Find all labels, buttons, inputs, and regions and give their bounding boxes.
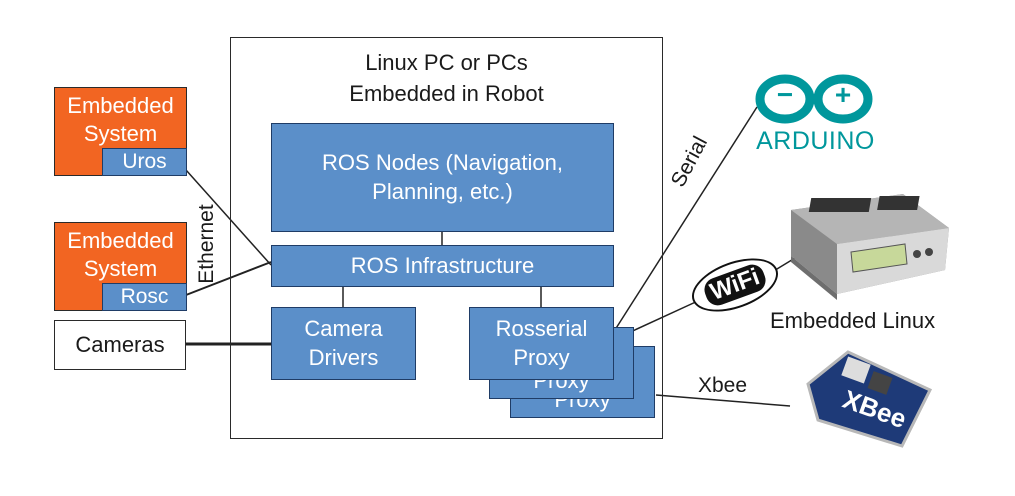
ethernet-label: Ethernet	[195, 204, 218, 284]
arduino-minus-icon: −	[776, 79, 794, 110]
ros-nodes-box: ROS Nodes (Navigation, Planning, etc.)	[271, 123, 614, 232]
rosc-box: Rosc	[102, 283, 187, 311]
arduino-plus-icon: +	[834, 79, 852, 110]
embedded-linux-device-icon	[791, 194, 949, 300]
arduino-text: ARDUINO	[756, 127, 875, 155]
rosserial-proxy-box: Rosserial Proxy	[469, 307, 614, 380]
embedded-linux-label: Embedded Linux	[770, 308, 936, 333]
uros-box: Uros	[102, 148, 187, 176]
linux-pc-frame	[230, 37, 663, 439]
serial-link-line	[612, 106, 758, 334]
camera-drivers-line1: Camera	[304, 315, 383, 341]
arduino-infinity-icon	[755, 74, 873, 124]
linux-pc-title-line1: Linux PC or PCs	[365, 50, 528, 75]
xbee-module-shape	[806, 350, 933, 448]
camera-drivers-line2: Drivers	[308, 344, 379, 370]
arduino-logo: − + ARDUINO	[753, 73, 878, 159]
ros-nodes-line2: Planning, etc.)	[372, 178, 513, 204]
cameras-label: Cameras	[75, 331, 165, 357]
xbee-link-line	[655, 394, 791, 407]
embedded-system-1-line1: Embedded	[67, 93, 174, 118]
xbee-module-icon: XBee	[798, 344, 938, 454]
rosserial-proxy-line1: Rosserial	[495, 315, 588, 341]
ros-infrastructure-label: ROS Infrastructure	[350, 252, 535, 278]
rosc-ethernet-line	[185, 261, 272, 296]
uros-ethernet-line	[185, 169, 272, 266]
ros-infrastructure-box: ROS Infrastructure	[271, 245, 614, 287]
xbee-label: Xbee	[698, 374, 748, 397]
camera-drivers-box: Camera Drivers	[271, 307, 416, 380]
embedded-system-1-line2: System	[83, 120, 158, 146]
embedded-system-2-line2: System	[83, 255, 158, 281]
uros-label: Uros	[122, 150, 167, 174]
cameras-box: Cameras	[54, 320, 186, 370]
linux-pc-title-line2: Embedded in Robot	[349, 80, 544, 106]
rosserial-proxy-line2: Proxy	[513, 344, 570, 370]
ros-nodes-line1: ROS Nodes (Navigation,	[322, 149, 563, 175]
embedded-system-2-line1: Embedded	[67, 228, 174, 253]
rosc-label: Rosc	[120, 285, 169, 309]
linux-pc-title: Linux PC or PCs Embedded in Robot	[230, 48, 663, 110]
